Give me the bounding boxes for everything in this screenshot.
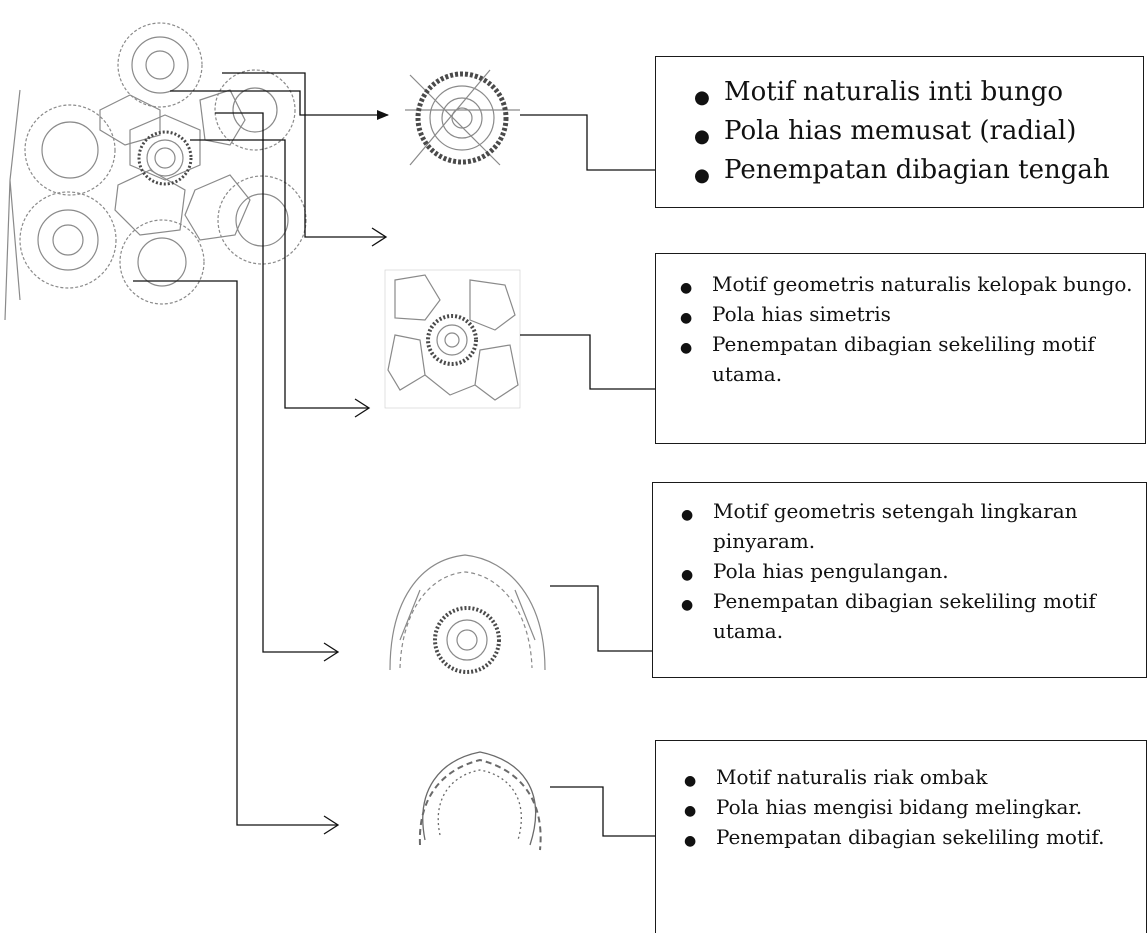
box2-item-2: Pola hias simetris xyxy=(680,299,1137,333)
main-motif-sketch xyxy=(4,22,307,321)
box1-item-1: Motif naturalis inti bungo xyxy=(694,73,1143,117)
description-box-wave: Motif naturalis riak ombak Pola hias men… xyxy=(655,740,1147,933)
box3-item-1: Motif geometris setengah lingkaran pinya… xyxy=(681,496,1140,556)
wave-motif-sketch xyxy=(418,751,542,851)
box3-item-3: Penempatan dibagian sekeliling motif uta… xyxy=(681,586,1140,646)
petal-motif-sketch xyxy=(384,269,521,409)
description-box-center: Motif naturalis inti bungo Pola hias mem… xyxy=(655,56,1144,208)
box4-item-1: Motif naturalis riak ombak xyxy=(684,762,1140,796)
description-box-pinyaram: Motif geometris setengah lingkaran pinya… xyxy=(652,482,1147,678)
center-motif-sketch xyxy=(405,69,520,166)
box2-item-1: Motif geometris naturalis kelopak bungo. xyxy=(680,269,1137,303)
connector-lines xyxy=(133,72,655,837)
box1-item-2: Pola hias memusat (radial) xyxy=(694,112,1143,156)
box2-item-3: Penempatan dibagian sekeliling motif uta… xyxy=(680,329,1137,389)
box4-item-2: Pola hias mengisi bidang melingkar. xyxy=(684,792,1140,826)
box3-item-2: Pola hias pengulangan. xyxy=(681,556,1140,590)
box4-item-3: Penempatan dibagian sekeliling motif. xyxy=(684,822,1140,856)
description-box-petal: Motif geometris naturalis kelopak bungo.… xyxy=(655,253,1146,444)
pinyaram-motif-sketch xyxy=(389,554,546,674)
box1-item-3: Penempatan dibagian tengah xyxy=(694,151,1143,195)
